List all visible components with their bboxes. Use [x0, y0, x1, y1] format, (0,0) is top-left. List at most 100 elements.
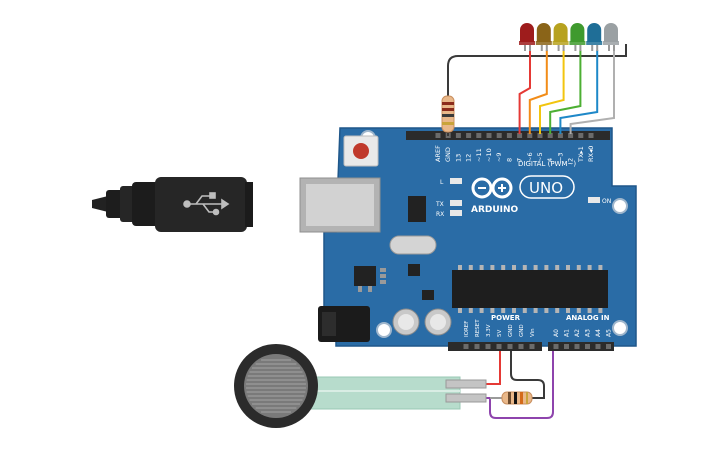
power-pin-label: 3.3V: [486, 324, 492, 337]
chip-leg: [598, 265, 603, 270]
arduino-logo-icon: [471, 177, 513, 199]
mounting-hole: [376, 322, 392, 338]
header-pin-hole[interactable]: [455, 133, 461, 138]
digital-pin-label: 13: [454, 154, 462, 162]
led-signal-wire: [559, 50, 599, 134]
chip-leg: [566, 308, 570, 313]
header-pin-hole[interactable]: [557, 133, 563, 138]
header-pin-hole[interactable]: [588, 133, 594, 138]
mounting-hole: [612, 198, 628, 214]
power-header: [448, 342, 542, 351]
chip-leg: [490, 308, 495, 313]
usb-chip: [408, 196, 426, 222]
header-pin-hole[interactable]: [476, 133, 482, 138]
header-pin-hole[interactable]: [463, 344, 469, 349]
led-rx: [450, 210, 462, 216]
digital-pin-label: ~9: [495, 152, 503, 162]
header-pin-hole[interactable]: [547, 133, 553, 138]
header-pin-hole[interactable]: [527, 133, 533, 138]
header-pin-hole[interactable]: [568, 133, 574, 138]
analog-header: [548, 342, 614, 351]
led-light: [569, 23, 586, 51]
led-light: [519, 23, 535, 51]
chip-leg: [544, 265, 549, 270]
digital-header-label: DIGITAL (PWM~): [518, 160, 576, 168]
led-on-label: ON: [602, 198, 611, 205]
led-signal-wire: [549, 50, 582, 134]
chip-leg: [587, 308, 592, 313]
chip-leg: [458, 265, 462, 270]
mounting-hole: [612, 320, 628, 336]
led-light: [586, 23, 603, 51]
chip-leg: [598, 308, 603, 313]
capacitor: [424, 308, 452, 336]
chip-leg: [522, 308, 527, 313]
header-pin-hole[interactable]: [435, 133, 441, 138]
led-signal-wire: [518, 50, 531, 134]
chip-leg: [533, 265, 538, 270]
chip-leg: [458, 308, 462, 313]
header-pin-hole[interactable]: [537, 133, 543, 138]
power-jack: [318, 306, 370, 342]
top-resistor: [441, 95, 455, 133]
led-wires: [518, 50, 615, 134]
analog-pin-label: A5: [606, 329, 613, 337]
digital-pin-label: 8: [505, 158, 513, 162]
header-pin-hole[interactable]: [496, 133, 502, 138]
digital-pin-label: ~6: [526, 152, 534, 162]
digital-pin-label: RX◂0: [587, 146, 595, 162]
led-light: [552, 23, 569, 51]
digital-pin-label: ~11: [475, 148, 483, 162]
led-l-label: L: [440, 179, 444, 186]
digital-pin-label: 7: [516, 158, 524, 162]
usb-port: [299, 177, 381, 233]
chip-leg: [522, 265, 527, 270]
led-ground-wire: [447, 44, 627, 136]
chip-leg: [468, 308, 473, 313]
chip-leg: [512, 265, 516, 270]
header-pin-hole[interactable]: [517, 133, 523, 138]
header-pin-hole[interactable]: [574, 344, 580, 349]
chip-leg: [479, 265, 484, 270]
led-signal-wire: [569, 50, 615, 134]
analog-pin-label: A3: [585, 329, 592, 337]
header-pin-hole[interactable]: [466, 133, 472, 138]
led-light: [535, 23, 552, 51]
reset-button[interactable]: [343, 135, 379, 167]
header-pin-hole[interactable]: [485, 344, 491, 349]
led-tx-label: TX: [435, 201, 444, 208]
chip-leg: [479, 308, 484, 313]
header-pin-hole[interactable]: [529, 344, 535, 349]
header-pin-hole[interactable]: [564, 344, 569, 349]
header-pin-hole[interactable]: [486, 133, 492, 138]
chip-leg: [566, 265, 570, 270]
digital-pin-label: GND: [444, 147, 452, 162]
chip-leg: [501, 308, 506, 313]
capacitor: [392, 308, 420, 336]
chip-leg: [512, 308, 516, 313]
header-pin-hole[interactable]: [507, 344, 513, 349]
header-pin-hole[interactable]: [595, 344, 601, 349]
sensor-power-wire: [486, 351, 501, 385]
led-tx: [450, 200, 462, 206]
power-pin-label: Vin: [530, 328, 536, 337]
header-pin-hole[interactable]: [606, 344, 611, 349]
small-chip: [408, 264, 420, 276]
header-pin-hole[interactable]: [496, 344, 502, 349]
header-pin-hole[interactable]: [506, 133, 512, 138]
led-rx-label: RX: [436, 211, 444, 218]
power-pin-label: GND: [519, 324, 525, 337]
header-pin-hole[interactable]: [578, 133, 584, 138]
header-pin-hole[interactable]: [474, 344, 480, 349]
header-pin-hole[interactable]: [518, 344, 524, 349]
model-badge: [519, 175, 575, 199]
brand-name: ARDUINO: [471, 205, 519, 215]
header-pin-hole[interactable]: [553, 344, 559, 349]
chip-leg: [587, 265, 592, 270]
microcontroller-chip: [452, 265, 608, 313]
digital-pin-label: ~10: [485, 148, 493, 162]
header-pin-hole[interactable]: [585, 344, 590, 349]
